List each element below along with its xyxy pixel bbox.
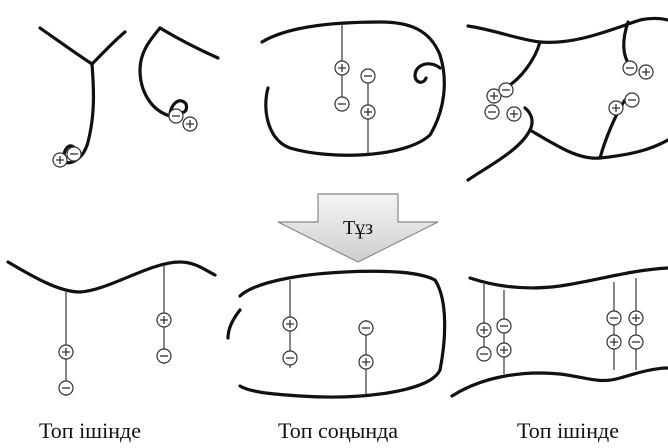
panel-bottom-left bbox=[6, 260, 217, 396]
polymer-chain bbox=[226, 308, 242, 340]
polymer-chain bbox=[598, 98, 627, 160]
salt-addition-arrow: Тұз bbox=[277, 193, 439, 263]
polymer-chain bbox=[503, 40, 542, 90]
caption-middle: Топ соңында bbox=[277, 418, 399, 443]
panel-bottom-right bbox=[450, 266, 668, 398]
polymer-chain bbox=[238, 269, 447, 399]
ion-group bbox=[52, 108, 198, 168]
ion-group bbox=[334, 60, 376, 120]
ion-group bbox=[58, 312, 172, 396]
polymer-chain bbox=[450, 366, 668, 398]
polymer-chain bbox=[466, 106, 534, 182]
polymer-chain bbox=[528, 128, 668, 160]
ion-group bbox=[282, 316, 374, 370]
polymer-chain bbox=[158, 26, 220, 60]
coil bbox=[413, 62, 442, 84]
panel-top-middle bbox=[260, 20, 446, 157]
panel-bottom-middle bbox=[226, 269, 447, 399]
polymer-chain bbox=[466, 16, 668, 44]
arrow-label: Тұз bbox=[343, 217, 373, 239]
ion-group bbox=[476, 310, 644, 362]
polymer-chain bbox=[622, 20, 632, 68]
caption-left: Топ ішінде bbox=[39, 418, 141, 443]
polymer-chain bbox=[6, 260, 217, 294]
polymer-chain bbox=[468, 266, 668, 290]
polymer-chain bbox=[138, 26, 172, 118]
polymer-chain bbox=[38, 26, 127, 66]
coil bbox=[168, 99, 189, 118]
polymer-chain bbox=[260, 20, 446, 157]
ion-group bbox=[484, 60, 654, 122]
polymer-chain bbox=[62, 62, 96, 165]
panel-top-right bbox=[466, 16, 668, 182]
caption-right: Топ ішінде bbox=[517, 418, 619, 443]
panel-top-left bbox=[38, 26, 220, 168]
